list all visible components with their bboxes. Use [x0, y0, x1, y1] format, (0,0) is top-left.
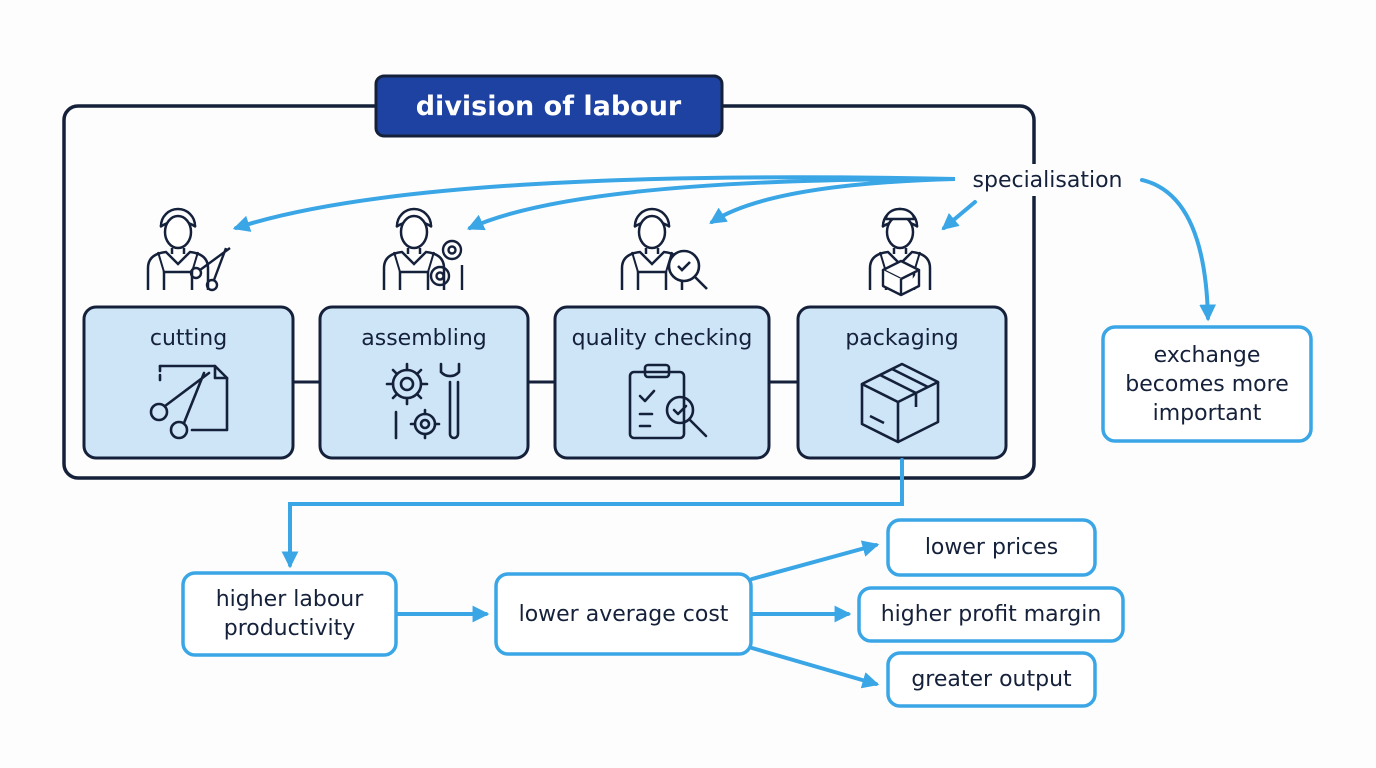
exchange-label: exchange becomes more important — [1125, 342, 1289, 426]
stage-label-assembling: assembling — [361, 325, 487, 351]
arrow-to-quality — [709, 177, 957, 224]
productivity-label: higher labour productivity — [215, 587, 364, 641]
stage-label-packaging: packaging — [845, 325, 959, 351]
stage-box-quality-checking — [553, 305, 771, 460]
arrow-to-productivity — [281, 458, 904, 569]
outcome-label-prices: lower prices — [924, 535, 1059, 560]
arrow-to-exchange — [1140, 178, 1217, 322]
worker-scissors-icon — [146, 207, 231, 292]
outcome-label-output: greater output — [911, 667, 1072, 692]
worker-magnifier-icon — [620, 207, 708, 292]
box-icon — [860, 362, 940, 444]
stage-box-assembling — [318, 305, 530, 460]
worker-box-icon — [868, 207, 932, 297]
prices-box — [886, 518, 1097, 577]
arrow-to-packaging — [941, 200, 977, 231]
arrow-to-prices — [750, 540, 880, 581]
worker-gears-icon — [382, 207, 464, 292]
clipboard-magnifier-icon — [628, 363, 708, 440]
outcome-label-profit: higher profit margin — [880, 602, 1102, 627]
arrow-to-cutting — [232, 175, 957, 232]
stage-box-cutting — [82, 305, 295, 460]
cost-box — [494, 572, 753, 656]
cost-label: lower average cost — [518, 601, 729, 627]
exchange-box — [1101, 325, 1313, 443]
profit-box — [857, 586, 1125, 643]
gears-wrench-icon — [385, 362, 461, 440]
output-box — [886, 651, 1097, 708]
specialisation-label: specialisation — [955, 164, 1140, 196]
diagram-title: division of labour — [415, 90, 682, 122]
scissors-document-icon — [149, 364, 229, 440]
stage-label-quality-checking: quality checking — [571, 325, 753, 351]
title-bar — [374, 74, 724, 138]
arrow-to-assembling — [466, 176, 957, 231]
productivity-box — [181, 571, 398, 657]
stage-label-cutting: cutting — [149, 325, 228, 351]
arrow-to-output — [750, 646, 880, 689]
